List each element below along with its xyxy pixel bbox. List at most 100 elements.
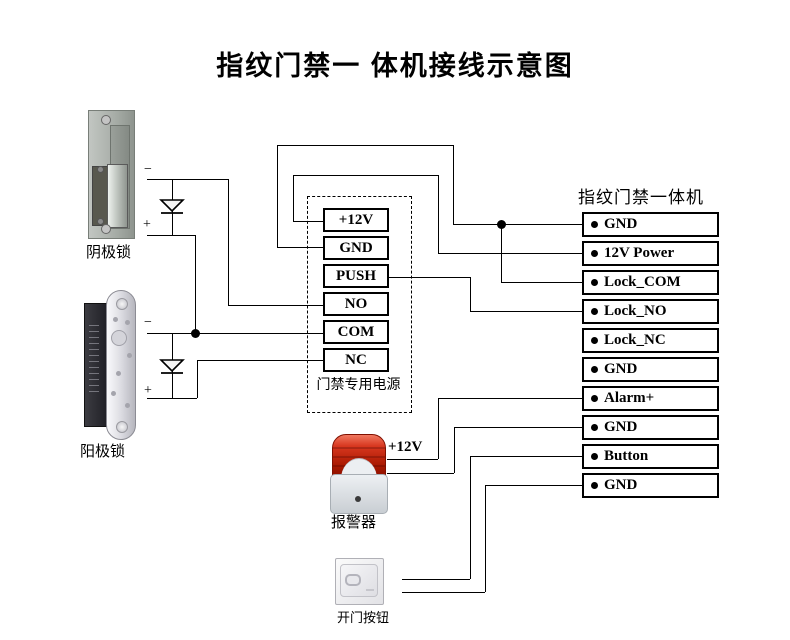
psu-terminal-no: NO xyxy=(323,292,389,316)
button-key-icon xyxy=(345,574,361,586)
wire-segment xyxy=(438,175,439,253)
psu-terminal-push: PUSH xyxy=(323,264,389,288)
terminal-dot-icon xyxy=(591,395,598,402)
terminal-label: Lock_COM xyxy=(604,274,681,290)
terminal-gnd-4: GND xyxy=(582,473,719,498)
terminal-label: GND xyxy=(604,419,638,435)
door-button-label: 开门按钮 xyxy=(337,610,390,625)
siren-base xyxy=(330,474,388,514)
siren-led xyxy=(355,496,361,502)
diode-icon xyxy=(159,359,185,374)
terminal-dot-icon xyxy=(591,424,598,431)
lock-faceplate xyxy=(106,290,136,440)
psu-terminal-com: COM xyxy=(323,320,389,344)
cathode-lock-image xyxy=(88,110,135,239)
terminal-dot-icon xyxy=(591,308,598,315)
terminal-12v-power: 12V Power xyxy=(582,241,719,266)
anode-lock-image xyxy=(84,290,138,440)
terminal-lock-no: Lock_NO xyxy=(582,299,719,324)
junction-dot xyxy=(497,220,506,229)
cathode-lock-label: 阴极锁 xyxy=(86,244,132,261)
lock-body-text xyxy=(89,325,99,395)
screw xyxy=(125,320,130,325)
terminal-label: GND xyxy=(604,477,638,493)
machine-title: 指纹门禁一体机 xyxy=(578,188,704,207)
terminal-dot-icon xyxy=(591,337,598,344)
wire-segment xyxy=(277,247,323,248)
wire-segment xyxy=(147,333,323,334)
terminal-dot-icon xyxy=(591,366,598,373)
wire-segment xyxy=(454,427,455,473)
wire-segment xyxy=(195,235,196,333)
wire-segment xyxy=(293,175,294,221)
wire-segment xyxy=(387,473,454,474)
terminal-dot-icon xyxy=(591,482,598,489)
screw xyxy=(127,353,132,358)
terminal-dot-icon xyxy=(591,453,598,460)
screw xyxy=(116,371,121,376)
wire-segment xyxy=(470,456,471,579)
terminal-dot-icon xyxy=(591,279,598,286)
lock-keeper xyxy=(107,164,128,228)
wire-segment xyxy=(402,592,485,593)
wire-segment xyxy=(470,277,471,311)
wire-segment xyxy=(293,221,323,222)
terminal-label: Alarm+ xyxy=(604,390,655,406)
wire-segment xyxy=(453,224,582,225)
wire-segment xyxy=(438,253,582,254)
screw xyxy=(97,166,104,173)
alarm-power-label: +12V xyxy=(388,439,423,455)
terminal-label: GND xyxy=(604,216,638,232)
wire-segment xyxy=(147,179,228,180)
wire-segment xyxy=(501,224,502,282)
terminal-gnd-2: GND xyxy=(582,357,719,382)
terminal-label: Lock_NO xyxy=(604,303,667,319)
wire-segment xyxy=(147,398,197,399)
wire-segment xyxy=(438,398,582,399)
psu-dashed-box xyxy=(307,196,412,413)
lock-cylinder xyxy=(111,330,127,346)
anode-lock-plus-label: + xyxy=(144,383,152,398)
wire-segment xyxy=(197,360,323,361)
terminal-dot-icon xyxy=(591,221,598,228)
terminal-gnd-1: GND xyxy=(582,212,719,237)
terminal-dot-icon xyxy=(591,250,598,257)
wire-segment xyxy=(277,145,278,247)
terminal-label: 12V Power xyxy=(604,245,675,261)
terminal-lock-nc: Lock_NC xyxy=(582,328,719,353)
psu-terminal-gnd: GND xyxy=(323,236,389,260)
diode-icon xyxy=(159,199,185,214)
terminal-label: GND xyxy=(604,361,638,377)
diagram-title: 指纹门禁一 体机接线示意图 xyxy=(216,51,574,81)
anode-lock-label: 阳极锁 xyxy=(80,443,126,460)
anode-lock-minus-label: − xyxy=(144,315,152,330)
wire-segment xyxy=(228,305,323,306)
wire-segment xyxy=(228,179,229,305)
screw-hole xyxy=(101,115,111,125)
terminal-lock-com: Lock_COM xyxy=(582,270,719,295)
wire-segment xyxy=(470,311,582,312)
terminal-alarm-plus: Alarm+ xyxy=(582,386,719,411)
wire-segment xyxy=(453,145,454,224)
psu-terminal-12v: +12V xyxy=(323,208,389,232)
wire-segment xyxy=(147,235,195,236)
terminal-label: Button xyxy=(604,448,649,464)
screw xyxy=(97,218,104,225)
alarm-label: 报警器 xyxy=(331,514,377,531)
screw-hole xyxy=(101,224,111,234)
screw xyxy=(113,317,118,322)
psu-label: 门禁专用电源 xyxy=(316,376,401,392)
wire-segment xyxy=(389,277,470,278)
cathode-lock-minus-label: − xyxy=(144,162,152,177)
screw xyxy=(111,391,116,396)
wire-segment xyxy=(277,145,453,146)
wire-segment xyxy=(485,485,486,592)
screw-hole xyxy=(116,421,128,433)
terminal-label: Lock_NC xyxy=(604,332,666,348)
wire-segment xyxy=(454,427,582,428)
alarm-siren-image xyxy=(330,434,388,514)
button-mark xyxy=(366,589,374,591)
wire-segment xyxy=(387,459,438,460)
wire-segment xyxy=(402,579,470,580)
terminal-gnd-3: GND xyxy=(582,415,719,440)
